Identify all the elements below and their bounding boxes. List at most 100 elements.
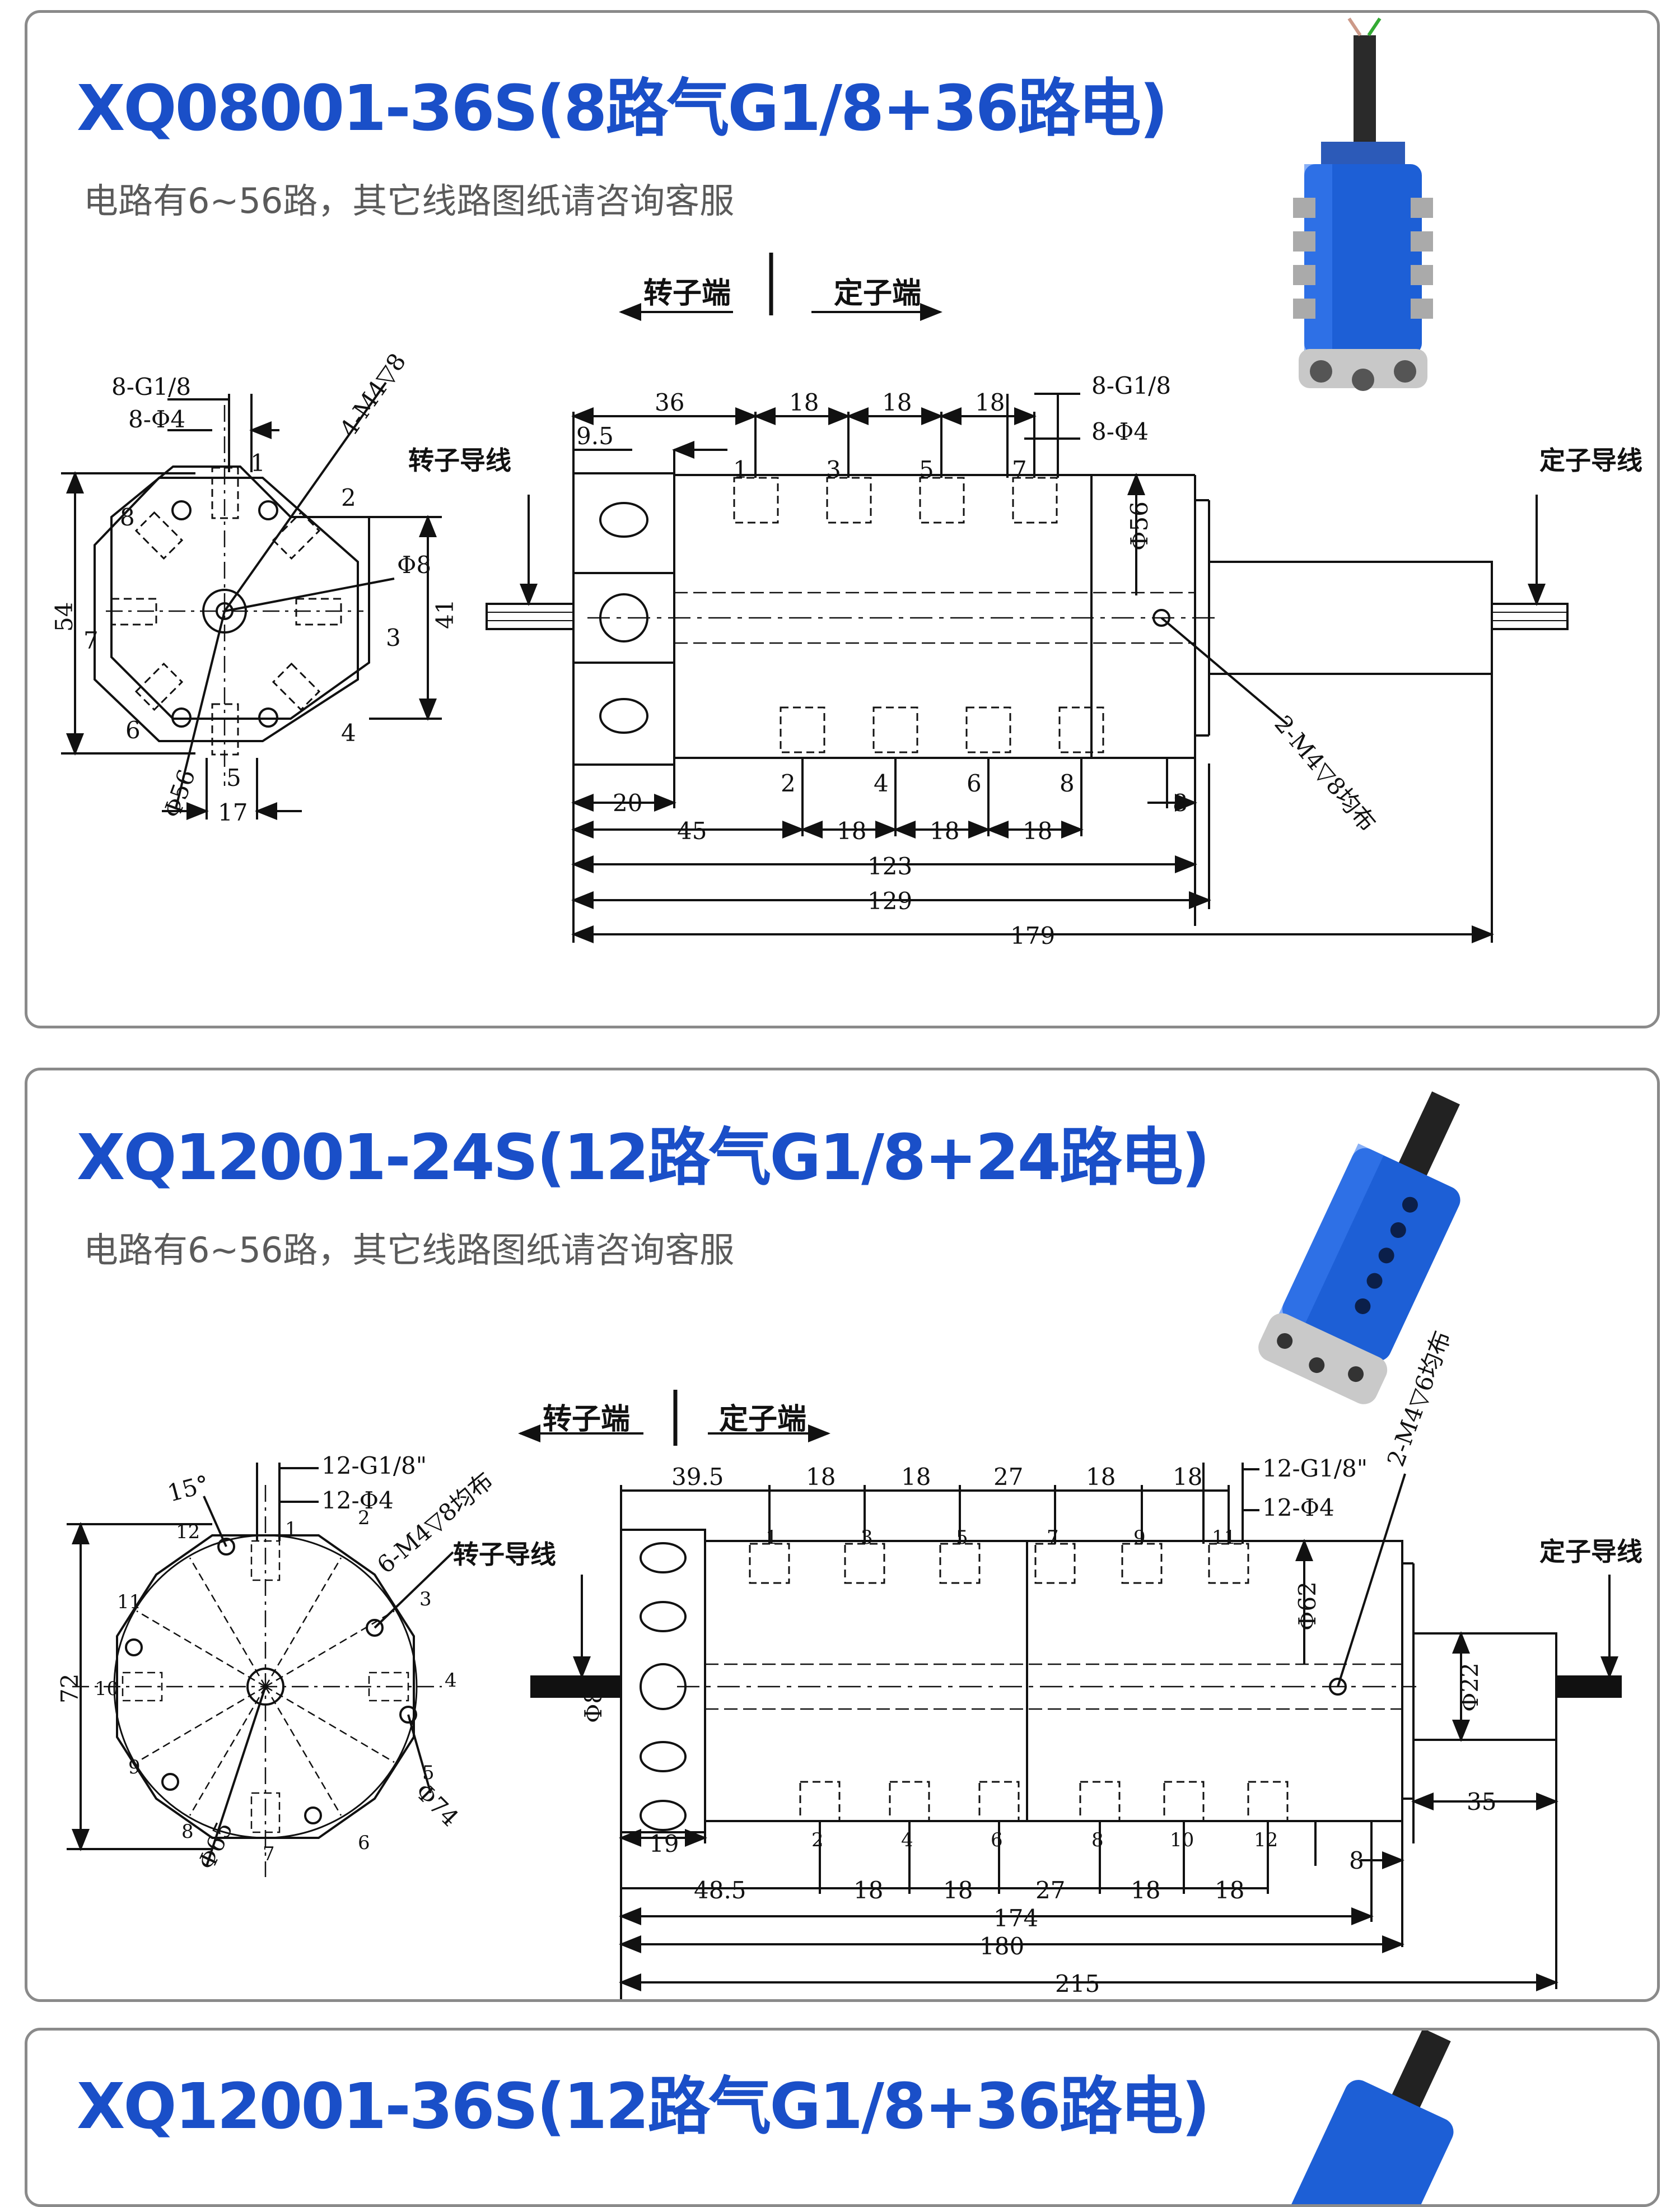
- flange-octagon: [94, 477, 359, 742]
- hole-spec-label: 12-Φ4: [1262, 1494, 1334, 1521]
- dim-top: 18: [1173, 1463, 1202, 1491]
- port-number: 8: [120, 504, 135, 531]
- dim-height: 54: [50, 602, 78, 632]
- dim-top: 18: [1086, 1463, 1116, 1491]
- dia-small-label: Φ8: [397, 551, 431, 579]
- dim-bottom: 18: [1215, 1877, 1244, 1904]
- dim-bottom: 18: [1023, 817, 1052, 845]
- dim-bottom: 18: [930, 817, 959, 845]
- hole-spec-label: 8-Φ4: [1091, 418, 1149, 445]
- port-number: 9: [128, 1756, 141, 1778]
- port-number: 11: [1212, 1526, 1236, 1549]
- product-subtitle: 电路有6~56路，其它线路图纸请咨询客服: [83, 1230, 735, 1270]
- dim-top: 18: [882, 389, 912, 416]
- port-spec-label: 12-G1/8": [1262, 1455, 1368, 1482]
- dim-bottom: 18: [837, 817, 866, 845]
- dia-74-label: Φ74: [410, 1777, 464, 1832]
- rotor-end-label: 转子端: [643, 276, 731, 310]
- port-number: 4: [445, 1669, 457, 1692]
- port-number: 3: [419, 1588, 432, 1610]
- port-spec-label: 8-G1/8: [1091, 372, 1171, 399]
- port-number: 8: [181, 1820, 194, 1843]
- blue-slip-ring-photo: [1285, 2031, 1454, 2204]
- stator-end-label: 定子端: [834, 276, 921, 310]
- dim-8: 8: [1173, 789, 1188, 817]
- port-number: 6: [358, 1832, 370, 1854]
- rotor-wire-label: 转子导线: [453, 1539, 556, 1570]
- product-card-2: XQ12001-24S(12路气G1/8+24路电) 电路有6~56路，其它线路…: [25, 1068, 1660, 2002]
- dia-small-label: Φ8: [580, 1689, 607, 1723]
- dim-20: 20: [613, 789, 642, 817]
- port-number: 5: [226, 764, 241, 791]
- rotor-wire: [530, 1675, 622, 1698]
- screw-spec-label: 4-M4▽8: [334, 348, 411, 442]
- hole-spec-label: 8-Φ4: [128, 406, 185, 433]
- port-number: 1: [733, 456, 748, 483]
- dim-top: 18: [901, 1463, 931, 1491]
- dim-top: 18: [975, 389, 1005, 416]
- blue-slip-ring-photo: [1258, 1091, 1460, 1404]
- dim-top: 18: [789, 389, 819, 416]
- product-photo-area: [1285, 2031, 1454, 2204]
- dim-top: 36: [655, 389, 684, 416]
- screw-spec-label: 2-M4▽8均布: [1269, 710, 1382, 837]
- hole-spec-label: 12-Φ4: [321, 1487, 394, 1514]
- technical-drawing: 转子端 定子端 转子导线 定子导线 12-G1/8" 12-Φ4 6-M4▽8均…: [56, 1091, 1642, 1999]
- dia-65-label: Φ65: [193, 1818, 239, 1874]
- rotor-flange: [572, 472, 675, 766]
- port-number: 6: [125, 716, 141, 744]
- dia-shaft-label: Φ22: [1456, 1663, 1483, 1712]
- dim-179: 179: [1010, 922, 1055, 949]
- dim-height: 72: [56, 1674, 83, 1703]
- port-number: 8: [1091, 1829, 1104, 1851]
- product-title: XQ08001-36S(8路气G1/8+36路电): [77, 72, 1168, 145]
- rotor-wire: [486, 603, 575, 630]
- port-number: 1: [766, 1526, 778, 1549]
- dim-35: 35: [1467, 1788, 1496, 1815]
- stator-wire: [1555, 1675, 1622, 1698]
- port-number: 7: [83, 627, 99, 654]
- product-subtitle: 电路有6~56路，其它线路图纸请咨询客服: [83, 180, 735, 221]
- port-number: 2: [341, 484, 356, 511]
- port-number: 4: [341, 719, 356, 747]
- technical-drawing: 转子端 定子端 转子导线 定子导线 8-G1/8 8-Φ4 4-M4▽8 Φ8 …: [50, 17, 1642, 949]
- dim-215: 215: [1055, 1970, 1100, 1998]
- dim-180: 180: [979, 1933, 1024, 1960]
- port-spec-label: 8-G1/8: [111, 373, 191, 401]
- port-number: 3: [386, 624, 401, 651]
- port-number: 12: [176, 1521, 200, 1543]
- port-number: 5: [919, 456, 934, 483]
- stator-shaft: [1208, 561, 1493, 675]
- stator-shaft: [1412, 1632, 1557, 1741]
- dia-body-label: Φ56: [158, 766, 200, 821]
- port-number: 8: [1060, 770, 1075, 797]
- dim-19: 19: [649, 1830, 679, 1857]
- slip-ring-body: [704, 1540, 1403, 1822]
- port-number: 5: [422, 1762, 435, 1784]
- port-number: 10: [95, 1678, 119, 1700]
- flange-dodecagon: [116, 1534, 415, 1839]
- port-number: 3: [826, 456, 841, 483]
- dim-129: 129: [867, 887, 912, 915]
- port-spec-label: 12-G1/8": [321, 1452, 427, 1479]
- port-number: 5: [956, 1526, 968, 1549]
- dim-bottom: 48.5: [694, 1877, 746, 1904]
- dim-top: 27: [993, 1463, 1023, 1491]
- dim-bottom: 45: [677, 817, 707, 845]
- port-number: 1: [285, 1518, 297, 1540]
- dim-bottom: 17: [218, 799, 248, 826]
- port-number: 3: [861, 1526, 873, 1549]
- flange-outline: [110, 465, 370, 720]
- screw-spec-label: 2-M4▽6均布: [1382, 1327, 1456, 1470]
- product-card-3: XQ12001-36S(12路气G1/8+36路电): [25, 2028, 1660, 2207]
- product-card-1: XQ08001-36S(8路气G1/8+36路电) 电路有6~56路，其它线路图…: [25, 10, 1660, 1028]
- port-number: 2: [358, 1507, 370, 1529]
- port-number: 4: [901, 1829, 913, 1851]
- product-title: XQ12001-36S(12路气G1/8+36路电): [77, 2070, 1210, 2143]
- port-number: 12: [1254, 1829, 1278, 1851]
- dim-bottom: 18: [853, 1877, 883, 1904]
- stator-wire-label: 定子导线: [1539, 445, 1642, 476]
- port-number: 1: [250, 449, 265, 477]
- dim-bottom: 18: [943, 1877, 973, 1904]
- port-number: 7: [1012, 456, 1027, 483]
